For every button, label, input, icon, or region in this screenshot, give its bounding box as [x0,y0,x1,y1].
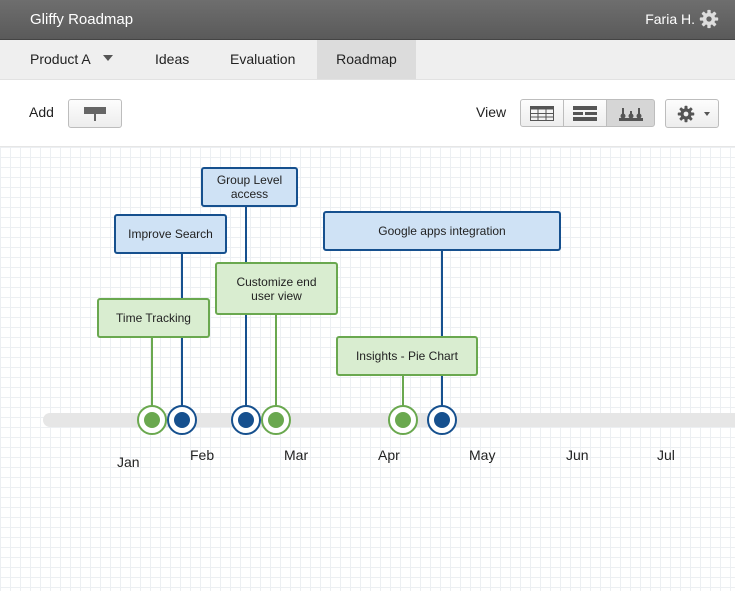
tab-label: Ideas [155,51,190,67]
milestone-flag-icon [84,107,106,121]
nav-tabs: Product A Ideas Evaluation Roadmap [0,40,735,80]
connector-line [402,376,404,422]
month-label: Jul [657,447,675,463]
month-label: Jan [117,454,140,470]
month-label: May [469,447,496,463]
month-label: Mar [284,447,309,463]
marker-dot [434,412,450,428]
chevron-down-icon [102,55,113,62]
month-label: Feb [190,447,215,463]
tab-label: Product A [30,51,91,67]
milestone-marker[interactable] [137,405,167,435]
feature-card[interactable]: Google apps integration [323,211,561,251]
feature-card-label: Group Level access [216,173,283,201]
feature-card[interactable]: Insights - Pie Chart [336,336,478,376]
feature-card[interactable]: Customize end user view [215,262,338,315]
app-title: Gliffy Roadmap [30,11,134,28]
view-board-button[interactable] [563,99,607,127]
board-icon [573,106,597,121]
connector-line [275,315,277,422]
connector-line [181,254,183,422]
tab-product-a[interactable]: Product A [0,40,135,79]
milestone-marker[interactable] [261,405,291,435]
timeline-icon [619,108,643,121]
marker-dot [268,412,284,428]
milestone-marker[interactable] [231,405,261,435]
settings-dropdown-button[interactable] [665,99,719,128]
feature-card-label: Improve Search [128,227,213,241]
tab-evaluation[interactable]: Evaluation [230,40,295,79]
milestone-marker[interactable] [167,405,197,435]
feature-card[interactable]: Time Tracking [97,298,210,338]
month-label: Apr [378,447,400,463]
gear-icon[interactable] [699,9,719,29]
view-timeline-button[interactable] [606,99,655,127]
marker-dot [144,412,160,428]
marker-dot [238,412,254,428]
user-name[interactable]: Faria H. [645,11,695,27]
feature-card-label: Time Tracking [116,311,191,325]
tab-label: Evaluation [230,51,296,67]
connector-line [151,338,153,422]
add-milestone-button[interactable] [68,99,122,128]
view-label: View [476,104,507,120]
feature-card-label: Customize end user view [236,274,317,303]
feature-card[interactable]: Improve Search [114,214,227,254]
feature-card-label: Google apps integration [378,224,506,238]
title-bar: Gliffy Roadmap Faria H. [0,0,735,40]
toolbar: Add View [0,80,735,147]
table-icon [530,106,554,121]
roadmap-canvas: Group Level access Improve Search Google… [0,147,735,591]
tab-label: Roadmap [336,51,397,67]
tab-roadmap[interactable]: Roadmap [317,40,416,79]
gear-icon [677,105,695,123]
milestone-marker[interactable] [427,405,457,435]
marker-dot [395,412,411,428]
feature-card-label: Insights - Pie Chart [355,349,459,363]
add-label: Add [29,104,54,120]
tab-ideas[interactable]: Ideas [155,40,189,79]
feature-card[interactable]: Group Level access [201,167,298,207]
milestone-marker[interactable] [388,405,418,435]
view-table-button[interactable] [520,99,564,127]
chevron-down-icon [704,112,710,116]
month-label: Jun [566,447,589,463]
marker-dot [174,412,190,428]
